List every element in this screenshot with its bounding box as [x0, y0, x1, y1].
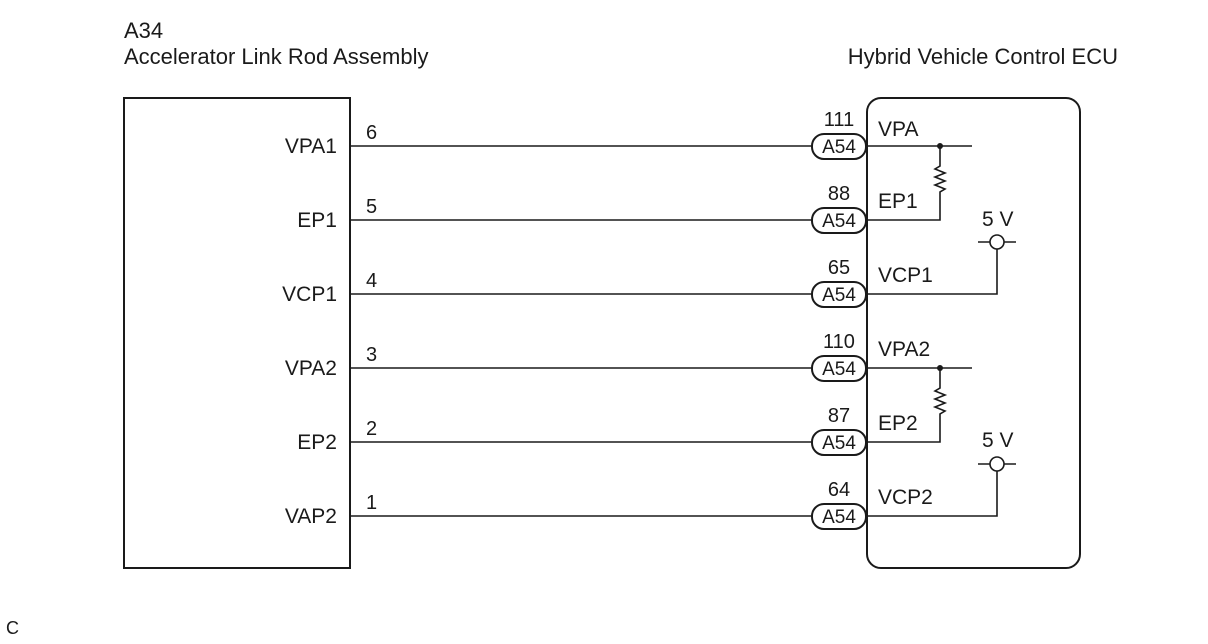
ecu-terminal-ep2: EP2	[878, 412, 918, 435]
supply-label-5v-lower: 5 V	[982, 429, 1014, 452]
sensor-pin-6: 6	[366, 122, 377, 144]
ecu-terminal-vcp2: VCP2	[878, 486, 933, 509]
ecu-pin-88: 88	[828, 183, 850, 205]
svg-text:A54: A54	[822, 137, 856, 158]
supply-terminal-lower	[989, 456, 1005, 472]
connector-a54-ep2: A54	[811, 429, 867, 456]
sensor-box	[123, 97, 351, 569]
connector-a54-vpa: A54	[811, 133, 867, 160]
sensor-terminal-vpa2: VPA2	[285, 357, 337, 380]
sensor-terminal-vap2: VAP2	[285, 505, 337, 528]
svg-text:A54: A54	[822, 433, 856, 454]
ecu-box	[866, 97, 1081, 569]
supply-terminal-upper	[989, 234, 1005, 250]
sensor-pin-1: 1	[366, 492, 377, 514]
sensor-pin-5: 5	[366, 196, 377, 218]
svg-text:A54: A54	[822, 507, 856, 528]
sensor-terminal-ep2: EP2	[297, 431, 337, 454]
ecu-pin-110: 110	[823, 331, 855, 353]
ecu-pin-65: 65	[828, 257, 850, 279]
ecu-terminal-vpa: VPA	[878, 118, 918, 141]
connector-a54-ep1: A54	[811, 207, 867, 234]
svg-text:A54: A54	[822, 211, 856, 232]
connector-a54-vcp2: A54	[811, 503, 867, 530]
ecu-wire-vcp1	[866, 249, 998, 295]
sensor-pin-2: 2	[366, 418, 377, 440]
resistor-ep1	[866, 146, 948, 221]
ecu-terminal-ep1: EP1	[878, 190, 918, 213]
ecu-wire-vcp2	[866, 471, 998, 517]
sensor-code: A34	[124, 18, 163, 43]
svg-text:A54: A54	[822, 359, 856, 380]
ecu-terminal-vpa2: VPA2	[878, 338, 930, 361]
ecu-terminal-vcp1: VCP1	[878, 264, 933, 287]
sensor-pin-3: 3	[366, 344, 377, 366]
supply-label-5v-upper: 5 V	[982, 208, 1014, 231]
connector-a54-vpa2: A54	[811, 355, 867, 382]
figure-code: C	[6, 618, 19, 638]
sensor-name: Accelerator Link Rod Assembly	[124, 44, 428, 69]
sensor-terminal-ep1: EP1	[297, 209, 337, 232]
connector-a54-vcp1: A54	[811, 281, 867, 308]
ecu-pin-87: 87	[828, 405, 850, 427]
sensor-terminal-vpa1: VPA1	[285, 135, 337, 158]
ecu-name: Hybrid Vehicle Control ECU	[848, 44, 1118, 69]
sensor-pin-4: 4	[366, 270, 377, 292]
sensor-terminal-vcp1: VCP1	[282, 283, 337, 306]
ecu-pin-64: 64	[828, 479, 850, 501]
ecu-pin-111: 111	[824, 109, 854, 131]
svg-text:A54: A54	[822, 285, 856, 306]
resistor-ep2	[866, 368, 948, 443]
